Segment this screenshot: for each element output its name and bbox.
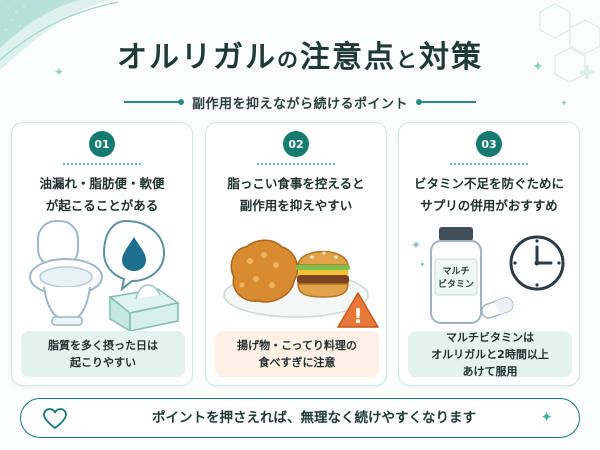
card-note: マルチビタミンは オルリガルと2時間以上 あけて服用 (408, 330, 572, 378)
title-part-2: 注意点 (300, 40, 396, 75)
card-number-badge: 01 (89, 131, 115, 157)
page-subtitle: 副作用を抑えながら続けるポイント (191, 96, 408, 112)
svg-text:✦: ✦ (419, 260, 426, 269)
capsule-icon (481, 297, 514, 319)
bottle-label-line: ビタミン (438, 278, 474, 290)
dotted-divider (450, 163, 528, 165)
tissue-box-icon (108, 284, 180, 333)
card-title-line: サプリの併用がおすすめ (420, 198, 558, 213)
sparkle-icon: ✦ (540, 408, 553, 426)
card-title-line: 脂っこい食事を控えると (227, 176, 365, 191)
sparkle-icon: ✦ (560, 99, 568, 109)
subtitle-row: 副作用を抑えながら続けるポイント (0, 92, 600, 112)
footer-banner: ポイントを押さえれば、無理なく続けやすくなります ✦ (20, 398, 580, 438)
subtitle-line-left (123, 99, 184, 105)
title-particle-no: の (277, 48, 300, 72)
clock-icon (509, 235, 565, 291)
card-title: ビタミン不足を防ぐために サプリの併用がおすすめ (399, 173, 579, 217)
title-part-3: 対策 (419, 40, 483, 75)
card-title-line: が起こることがある (45, 198, 159, 213)
card-note-line: 起こりやすい (70, 356, 136, 369)
card-title: 脂っこい食事を控えると 副作用を抑えやすい (206, 173, 386, 217)
card-illustration: ✦ ✦ マルチ ビタミン (405, 219, 575, 331)
sparkle-icon: ✦ (54, 65, 65, 79)
warning-mark: ! (353, 304, 362, 328)
point-card-1: 01 油漏れ・脂肪便・軟便 が起こることがある (11, 122, 193, 386)
card-number-badge: 03 (476, 131, 502, 157)
card-note: 揚げ物・こってり料理の 食べすぎに注意 (215, 331, 379, 377)
card-note-line: オルリガルと2時間以上 (431, 347, 549, 361)
dotted-divider (63, 163, 141, 165)
title-part-1: オルリガル (117, 40, 277, 75)
card-title: 油漏れ・脂肪便・軟便 が起こることがある (12, 173, 192, 217)
card-note-line: 食べすぎに注意 (258, 356, 336, 369)
sparkle-icon: ✦ (532, 59, 544, 75)
subtitle-line-right (416, 99, 476, 105)
toilet-icon (29, 220, 103, 326)
title-particle-to: と (396, 48, 419, 72)
hexagon-decoration (510, 0, 600, 90)
page-title: オルリガルの注意点と対策 (0, 32, 600, 76)
card-title-line: ビタミン不足を防ぐために (413, 176, 564, 191)
corner-wave-decoration (0, 0, 120, 80)
vitamin-bottle-icon: マルチ ビタミン (430, 227, 482, 324)
bottle-label-line: マルチ (442, 266, 469, 277)
card-title-line: 油漏れ・脂肪便・軟便 (39, 176, 165, 191)
water-drop-icon (102, 219, 166, 292)
footer-message: ポイントを押さえれば、無理なく続けやすくなります (152, 410, 476, 426)
point-card-2: 02 脂っこい食事を控えると 副作用を抑えやすい (205, 122, 387, 386)
burger-icon (296, 250, 350, 298)
card-illustration: ! (212, 219, 382, 331)
heart-icon (43, 408, 67, 429)
card-note: 脂質を多く摂った日は 起こりやすい (21, 331, 185, 377)
card-note-line: マルチビタミンは (446, 330, 534, 344)
fried-chicken-icon (230, 239, 299, 303)
point-card-3: 03 ビタミン不足を防ぐために サプリの併用がおすすめ ✦ ✦ マルチ ビタミン (398, 122, 580, 386)
card-note-line: 揚げ物・こってり料理の (237, 339, 357, 352)
card-title-line: 副作用を抑えやすい (239, 198, 353, 213)
svg-text:✦: ✦ (411, 238, 421, 252)
warning-icon: ! (337, 292, 379, 328)
card-illustration (18, 219, 188, 333)
card-note-line: 脂質を多く摂った日は (48, 339, 158, 352)
dotted-divider (257, 163, 335, 165)
card-number-badge: 02 (283, 131, 309, 157)
card-note-line: あけて服用 (462, 364, 518, 378)
